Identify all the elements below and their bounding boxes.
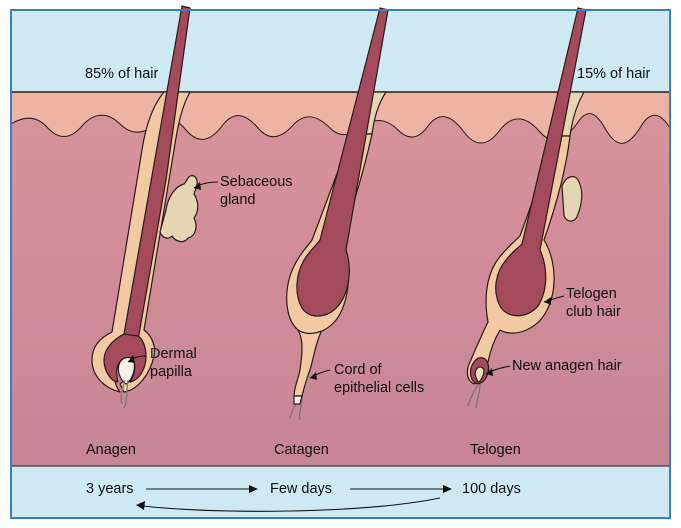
phase-telogen-label: Telogen	[470, 442, 521, 458]
duration-anagen: 3 years	[86, 481, 134, 497]
new-anagen-label: New anagen hair	[512, 358, 622, 374]
telogen-club-label-line2: club hair	[566, 304, 621, 320]
cord-label-line2: epithelial cells	[334, 380, 424, 396]
sebaceous-gland-label-line1: Sebaceous	[220, 174, 293, 190]
duration-catagen: Few days	[270, 481, 332, 497]
cord-label-line1: Cord of	[334, 362, 383, 378]
phase-catagen-label: Catagen	[274, 442, 329, 458]
dermal-papilla-label-line1: Dermal	[150, 346, 197, 362]
dermal-papilla-label-line2: papilla	[150, 364, 193, 380]
telogen-club-label-line1: Telogen	[566, 286, 617, 302]
duration-telogen: 100 days	[462, 481, 521, 497]
sebaceous-gland-label-line2: gland	[220, 192, 255, 208]
telogen-percent-label: 15% of hair	[577, 66, 651, 82]
anagen-percent-label: 85% of hair	[85, 66, 159, 82]
phase-anagen-label: Anagen	[86, 442, 136, 458]
catagen-papilla-tip	[294, 396, 302, 404]
